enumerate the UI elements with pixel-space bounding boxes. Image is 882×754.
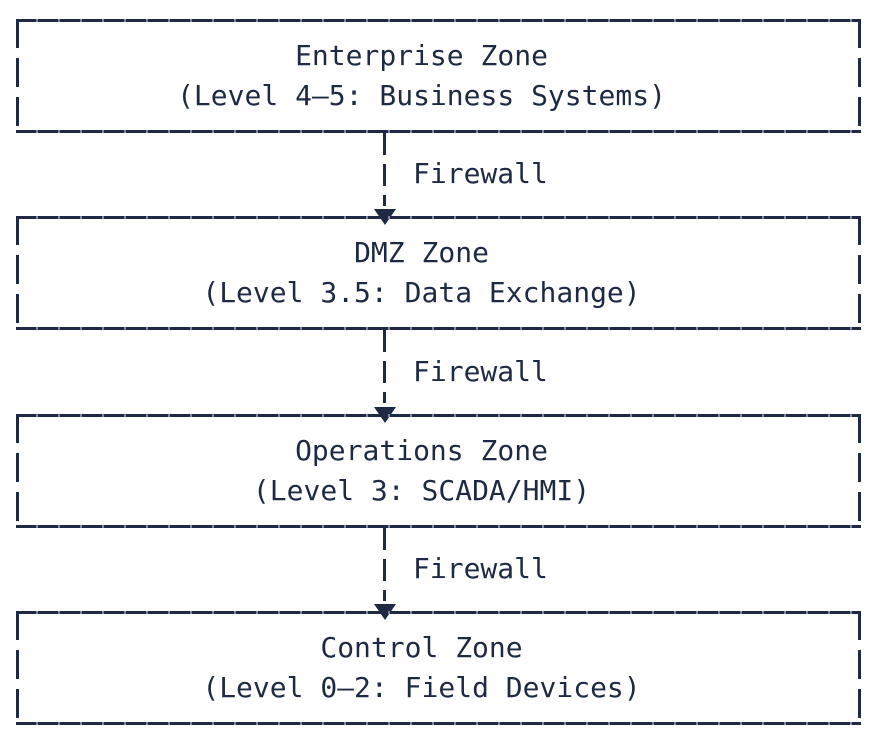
zone-subtitle: (Level 3.5: Data Exchange) <box>202 276 641 309</box>
zone-box-dmz-text: DMZ Zone (Level 3.5: Data Exchange) <box>16 216 861 330</box>
zone-box-enterprise: Enterprise Zone (Level 4–5: Business Sys… <box>16 19 861 133</box>
firewall-label: Firewall <box>413 355 548 388</box>
zone-subtitle: (Level 4–5: Business Systems) <box>177 79 666 112</box>
zone-title: Operations Zone <box>295 434 548 467</box>
zone-title: DMZ Zone <box>354 236 489 269</box>
connector-line <box>383 528 386 601</box>
zone-box-enterprise-text: Enterprise Zone (Level 4–5: Business Sys… <box>16 19 861 133</box>
zone-title: Enterprise Zone <box>295 39 548 72</box>
firewall-label: Firewall <box>413 157 548 190</box>
zone-box-operations-text: Operations Zone (Level 3: SCADA/HMI) <box>16 414 861 528</box>
connector-line <box>383 330 386 403</box>
connector-line <box>383 133 386 206</box>
zone-title: Control Zone <box>320 631 523 664</box>
zone-subtitle: (Level 0–2: Field Devices) <box>202 671 641 704</box>
zone-box-control: Control Zone (Level 0–2: Field Devices) <box>16 611 861 725</box>
zone-box-control-text: Control Zone (Level 0–2: Field Devices) <box>16 611 861 725</box>
zone-box-operations: Operations Zone (Level 3: SCADA/HMI) <box>16 414 861 528</box>
zone-subtitle: (Level 3: SCADA/HMI) <box>252 474 591 507</box>
zone-box-dmz: DMZ Zone (Level 3.5: Data Exchange) <box>16 216 861 330</box>
firewall-label: Firewall <box>413 552 548 585</box>
